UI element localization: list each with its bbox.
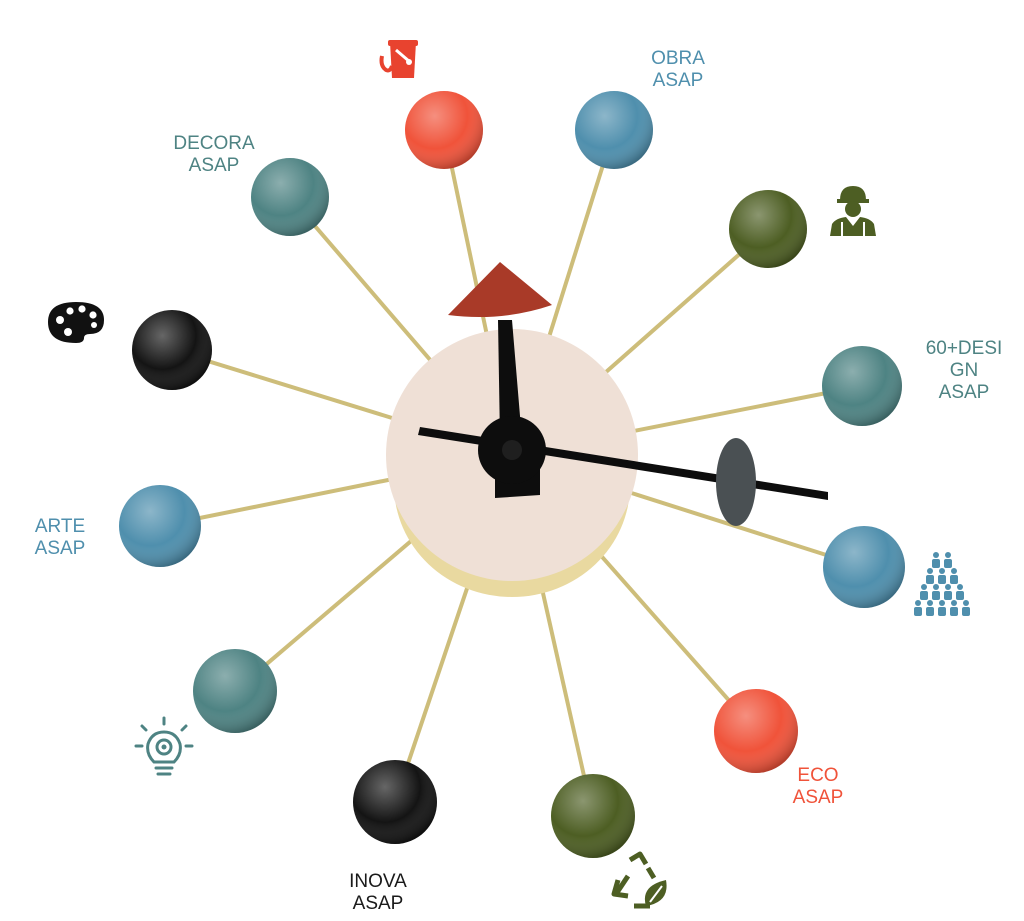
red-pointer	[448, 262, 552, 318]
people-group-icon	[914, 552, 970, 616]
balls	[119, 91, 905, 858]
person-head	[957, 584, 963, 590]
ball-red-bottom-shading	[714, 689, 798, 773]
person-head	[951, 568, 957, 574]
person-body	[926, 607, 934, 616]
pendulum-oval	[716, 438, 756, 526]
person-head	[945, 552, 951, 558]
ball-teal-bottom-left-shading	[193, 649, 277, 733]
ball-blue-top-right-shading	[575, 91, 653, 169]
person-body	[944, 559, 952, 568]
person-head	[933, 552, 939, 558]
label-eco: ECO ASAP	[792, 765, 844, 808]
label-inova: INOVA ASAP	[349, 871, 407, 914]
person-body	[938, 575, 946, 584]
ball-olive-right-shading	[729, 190, 807, 268]
label-decora: DECORA ASAP	[173, 133, 255, 176]
hour-hand	[498, 320, 522, 440]
person-body	[944, 591, 952, 600]
person-head	[939, 600, 945, 606]
person-body	[914, 607, 922, 616]
ball-teal-top-left-shading	[251, 158, 329, 236]
ball-olive-bottom-shading	[551, 774, 635, 858]
person-body	[920, 591, 928, 600]
person-head	[963, 600, 969, 606]
ball-blue-left-shading	[119, 485, 201, 567]
person-head	[939, 568, 945, 574]
ball-black-left-shading	[132, 310, 212, 390]
ball-red-top-shading	[405, 91, 483, 169]
label-arte: ARTE ASAP	[34, 516, 86, 559]
person-body	[932, 559, 940, 568]
ball-blue-right-shading	[823, 526, 905, 608]
person-head	[945, 584, 951, 590]
ball-black-bottom-shading	[353, 760, 437, 844]
construction-worker-icon	[830, 186, 876, 236]
person-head	[921, 584, 927, 590]
person-body	[950, 607, 958, 616]
paint-bucket-icon	[379, 40, 418, 78]
palette-icon	[48, 302, 104, 343]
person-body	[938, 607, 946, 616]
person-head	[933, 584, 939, 590]
person-body	[950, 575, 958, 584]
person-body	[956, 591, 964, 600]
clock-hub-center	[502, 440, 522, 460]
lightbulb-gear-icon	[134, 716, 194, 776]
ball-teal-right-shading	[822, 346, 902, 426]
person-head	[927, 600, 933, 606]
person-head	[951, 600, 957, 606]
person-body	[932, 591, 940, 600]
label-obra: OBRA ASAP	[651, 48, 705, 91]
person-head	[915, 600, 921, 606]
recycle-leaf-icon	[611, 851, 667, 909]
person-body	[962, 607, 970, 616]
label-design: 60+DESI GN ASAP	[925, 338, 1003, 403]
person-head	[927, 568, 933, 574]
person-body	[926, 575, 934, 584]
